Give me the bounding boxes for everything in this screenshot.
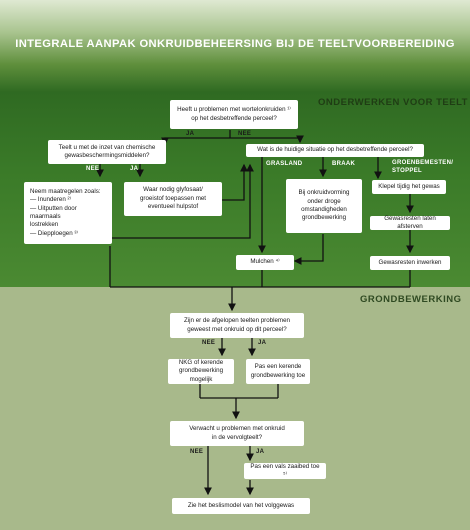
label-ja-4: JA xyxy=(256,449,265,455)
box-vervolgteelt: Verwacht u problemen met onkruid in de v… xyxy=(170,421,304,446)
label-ja-2: JA xyxy=(130,166,139,172)
box-vals-zaaibed: Pas een vals zaaibed toe ⁵⁾ xyxy=(244,463,326,479)
box-klepel: Klepel tijdig het gewas xyxy=(372,180,446,194)
diagram-title: INTEGRALE AANPAK ONKRUIDBEHEERSING BIJ D… xyxy=(15,38,455,50)
box-wortelonkruiden: Heeft u problemen met wortelonkruiden ¹⁾… xyxy=(170,100,298,129)
label-nee-2: NEE xyxy=(86,166,100,172)
box-gewasresten-inwerken: Gewasresten inwerken xyxy=(370,256,450,270)
box-kerende: Pas een kerende grondbewerking toe xyxy=(246,359,310,384)
label-grasland: GRASLAND xyxy=(266,161,303,167)
arrow-glyf-to-huidige xyxy=(222,163,248,201)
section-grondbewerking: GRONDBEWERKING xyxy=(360,294,462,305)
arrow-to-chemisch xyxy=(161,137,230,146)
label-braak: BRAAK xyxy=(332,161,356,167)
arrow-to-huidige xyxy=(230,135,304,144)
box-glyfosaat: Waar nodig glyfosaat/ groeistof toepasse… xyxy=(124,182,222,216)
box-gewasresten-afsterven: Gewasresten laten afsterven xyxy=(370,215,450,230)
section-onderwerken: ONDERWERKEN VOOR TEELT xyxy=(318,97,468,108)
box-chemisch: Teelt u met de inzet van chemische gewas… xyxy=(48,140,166,164)
box-mulchen: Mulchen ⁴⁾ xyxy=(236,255,294,270)
label-ja-3: JA xyxy=(258,340,267,346)
box-huidige-situatie: Wat is de huidige situatie op het desbet… xyxy=(246,144,424,157)
arrow-maatr-to-huidige xyxy=(110,163,254,239)
label-groenbemesten: GROENBEMESTEN/ STOPPEL xyxy=(392,160,454,174)
label-ja-1: JA xyxy=(186,131,195,137)
box-braak-onkruid: Bij onkruidvorming onder droge omstandig… xyxy=(286,179,362,233)
box-beslismodel: Zie het beslismodel van het volggewas xyxy=(172,498,310,514)
label-nee-4: NEE xyxy=(190,449,204,455)
label-nee-3: NEE xyxy=(202,340,216,346)
box-maatregelen: Neem maatregelen zoals: — Inunderen ²⁾ —… xyxy=(24,182,112,244)
header-band xyxy=(0,0,470,92)
arrow-braak-to-mulchen xyxy=(293,234,324,265)
box-nkg: NKG of kerende grondbewerking mogelijk xyxy=(168,359,234,384)
label-nee-1: NEE xyxy=(238,131,252,137)
box-afgelopen-teelten: Zijn er de afgelopen teelten problemen g… xyxy=(170,313,304,338)
